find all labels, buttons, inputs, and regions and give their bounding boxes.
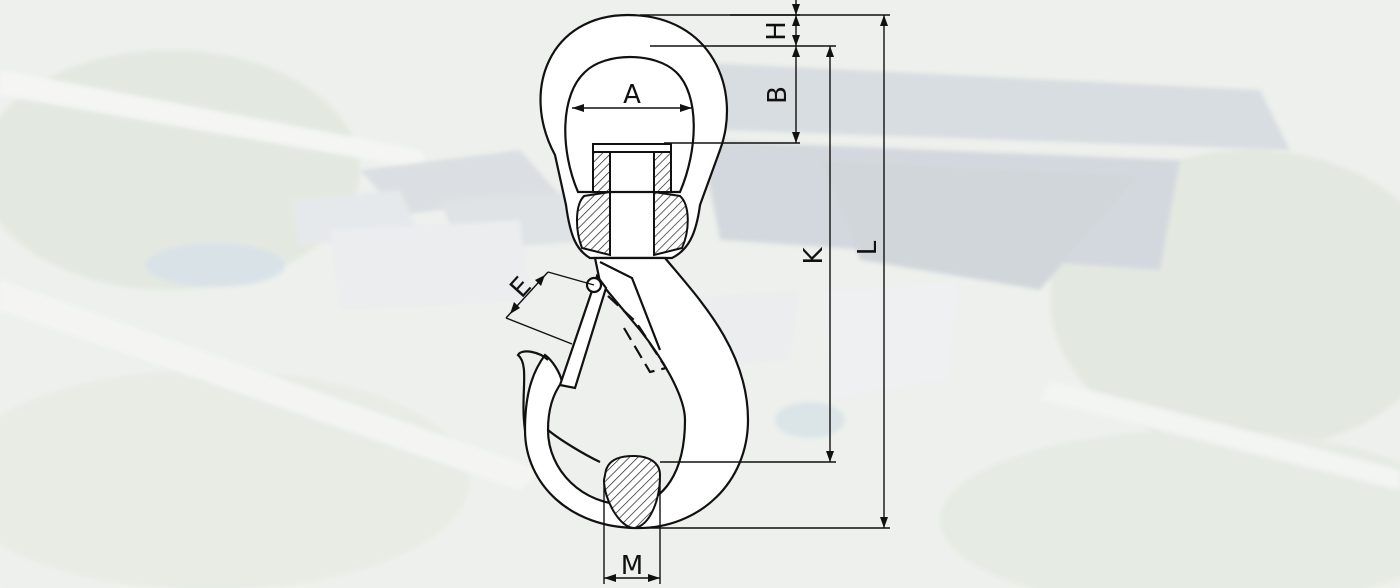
label-k: K bbox=[799, 247, 829, 265]
dimension-lines bbox=[505, 0, 890, 584]
dimension-arrows bbox=[510, 4, 888, 582]
label-l: L bbox=[853, 240, 883, 255]
swivel-bearing-section bbox=[576, 143, 689, 257]
label-a: A bbox=[623, 80, 641, 110]
safety-latch bbox=[558, 261, 668, 390]
hook-body bbox=[516, 256, 750, 530]
label-h: H bbox=[762, 21, 792, 41]
hook-section-hatch bbox=[602, 454, 662, 530]
label-b: B bbox=[763, 86, 793, 104]
label-m: M bbox=[621, 551, 643, 581]
